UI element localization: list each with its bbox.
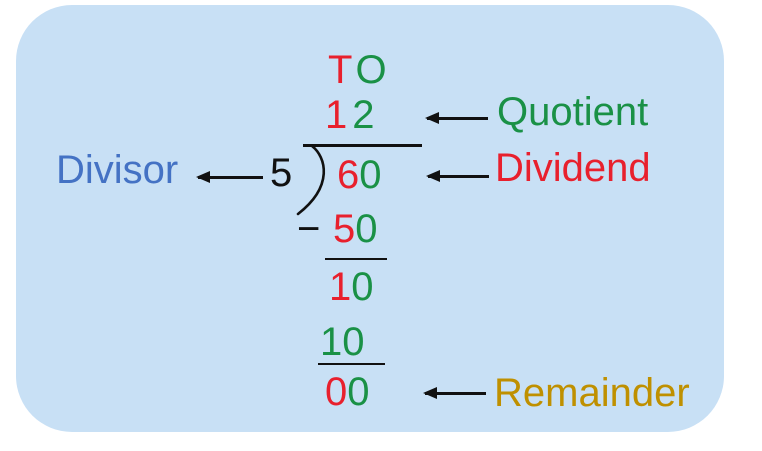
board-background bbox=[16, 5, 724, 432]
place-value-ones: O bbox=[355, 48, 387, 92]
step1-subtract-tens: 5 bbox=[333, 207, 356, 251]
step2-subtract-ones: 0 bbox=[342, 320, 365, 364]
quotient-digits: 1 2 bbox=[325, 95, 375, 135]
remainder-digits: 0 0 bbox=[325, 372, 370, 412]
quotient-label: Quotient bbox=[497, 90, 649, 134]
place-value-header: T O bbox=[328, 50, 387, 90]
divisor-label: Divisor bbox=[56, 148, 179, 192]
remainder-ones-digit: 0 bbox=[347, 370, 370, 414]
dividend-arrow-icon bbox=[428, 175, 489, 178]
step1-difference-ones: 0 bbox=[351, 265, 374, 309]
quotient-arrow-icon bbox=[427, 117, 488, 120]
remainder-tens-digit: 0 bbox=[325, 370, 348, 414]
division-bracket bbox=[296, 144, 326, 216]
remainder-label: Remainder bbox=[494, 371, 690, 415]
step1-subtract-ones: 0 bbox=[355, 207, 378, 251]
divisor-digit: 5 bbox=[270, 151, 293, 195]
quotient-ones-digit: 2 bbox=[352, 93, 375, 137]
place-value-tens: T bbox=[328, 48, 353, 92]
remainder-arrow-icon bbox=[425, 392, 486, 395]
division-bar bbox=[303, 144, 422, 147]
dividend-digits: 6 0 bbox=[337, 155, 382, 195]
quotient-tens-digit: 1 bbox=[325, 93, 348, 137]
dividend-tens-digit: 6 bbox=[337, 153, 360, 197]
step1-difference-tens: 1 bbox=[329, 265, 352, 309]
step2-subtract-digits: 1 0 bbox=[320, 322, 365, 362]
subtraction-line-1 bbox=[325, 258, 387, 261]
dividend-label: Dividend bbox=[495, 146, 651, 190]
step2-subtract-tens: 1 bbox=[320, 320, 343, 364]
step1-difference-digits: 1 0 bbox=[329, 267, 374, 307]
subtraction-line-2 bbox=[318, 363, 385, 366]
divisor-arrow-icon bbox=[198, 176, 263, 179]
step1-subtract-digits: 5 0 bbox=[333, 209, 378, 249]
minus-sign: − bbox=[297, 207, 321, 251]
dividend-ones-digit: 0 bbox=[359, 153, 382, 197]
